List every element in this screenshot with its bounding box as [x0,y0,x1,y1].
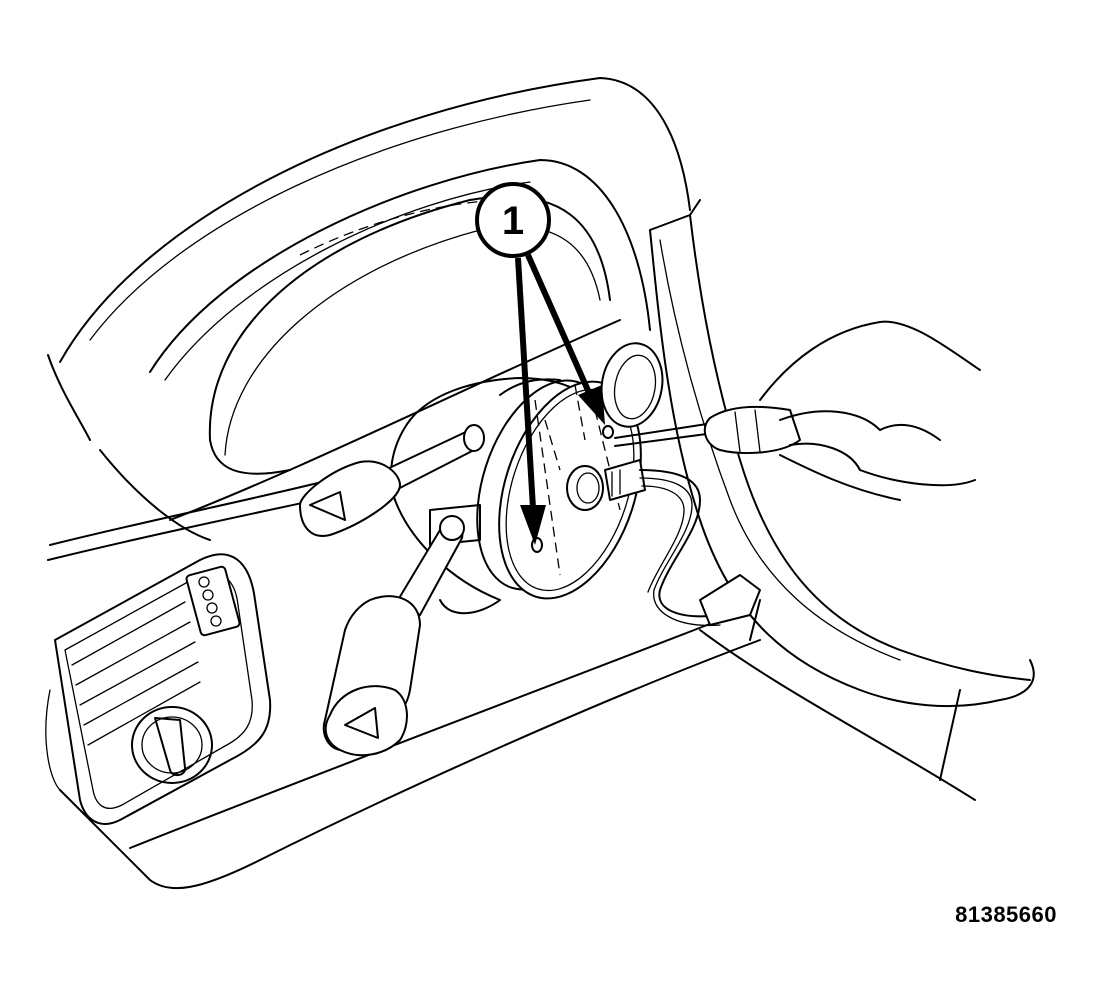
locating-hole-upper [602,425,614,439]
wire-harness [639,469,761,641]
locating-hole-lower [531,537,543,553]
arrow-head-upper [578,385,605,425]
callout-label: 1 [502,199,524,243]
arrow-head-lower [520,505,546,545]
callout-arrows [515,253,605,545]
figure-number: 81385660 [955,902,1057,927]
callout-circle [475,182,551,258]
instrument-panel-shroud [47,77,691,541]
upper-stalk [299,424,485,537]
callout-1: 1 [475,182,551,258]
hand-with-screwdriver [614,320,981,501]
ignition-ring [600,342,664,428]
lower-stalk [322,515,465,757]
air-vent [54,553,272,825]
side-trim-panel [649,199,1035,781]
